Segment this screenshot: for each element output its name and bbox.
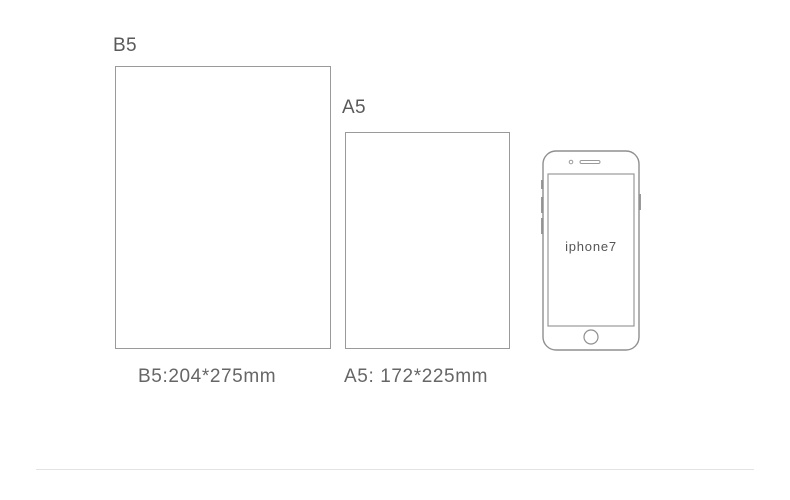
b5-label: B5 bbox=[113, 35, 137, 56]
a5-dimensions-caption: A5: 172*225mm bbox=[344, 366, 489, 387]
b5-dimensions-caption: B5:204*275mm bbox=[138, 366, 277, 387]
a5-label: A5 bbox=[342, 97, 366, 118]
phone-drawing bbox=[541, 150, 641, 351]
phone-home-button-icon bbox=[583, 329, 599, 345]
phone-volume-down bbox=[541, 218, 543, 234]
iphone-outline: iphone7 bbox=[540, 150, 642, 352]
phone-power-button bbox=[639, 194, 641, 210]
a5-paper-outline bbox=[345, 132, 510, 349]
phone-model-label: iphone7 bbox=[565, 239, 617, 254]
b5-paper-outline bbox=[115, 66, 331, 349]
phone-camera-icon bbox=[568, 159, 574, 165]
phone-volume-up bbox=[541, 197, 543, 213]
section-divider bbox=[36, 469, 754, 470]
phone-mute-switch bbox=[541, 180, 543, 189]
phone-screen bbox=[547, 173, 635, 327]
phone-speaker bbox=[579, 160, 601, 164]
